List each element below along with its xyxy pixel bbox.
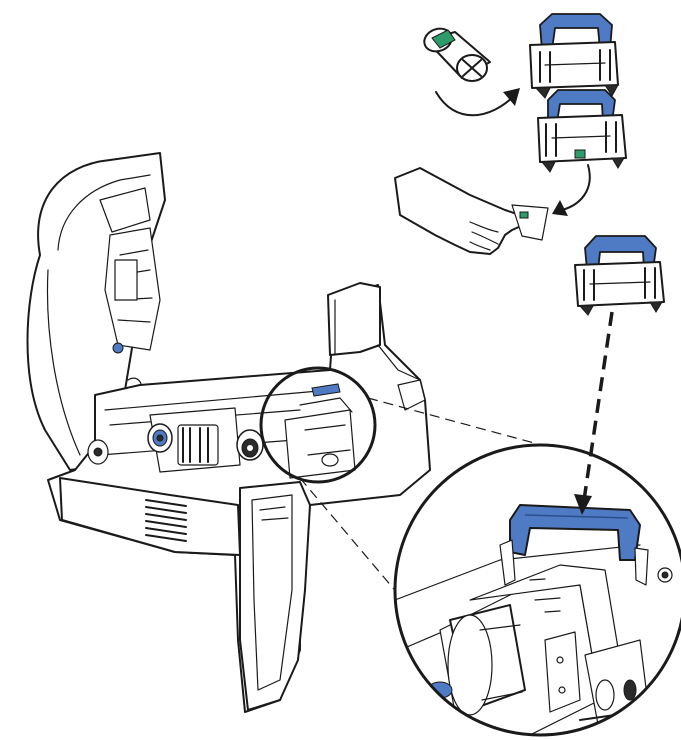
output-hopper [239, 481, 311, 711]
magnifier-circle [393, 443, 681, 737]
magnified-detail [393, 443, 681, 737]
zoom-guide-lines [299, 397, 561, 621]
cleaning-cartridge-icon [574, 235, 665, 316]
arrow-install-dashed [582, 311, 614, 501]
card-printer-illustration [26, 152, 431, 713]
lid-blue-knob [112, 342, 124, 354]
cleaning-roller-icon [423, 27, 491, 82]
cleaning-cartridge-icon [529, 13, 619, 99]
cartridge-handle-blue [509, 504, 641, 561]
arrow-roller-to-cartridge [435, 91, 516, 117]
vent-grille [145, 499, 187, 542]
focus-circle [259, 366, 377, 484]
hand-peeling-icon [394, 167, 549, 255]
cleaning-cartridge-icon [537, 89, 627, 173]
cartridge-handle-small [311, 383, 341, 397]
arrow-cartridge-to-hand [561, 164, 591, 211]
ribbon-spool-takeup [236, 429, 264, 461]
ribbon-spool-supply [147, 423, 173, 453]
